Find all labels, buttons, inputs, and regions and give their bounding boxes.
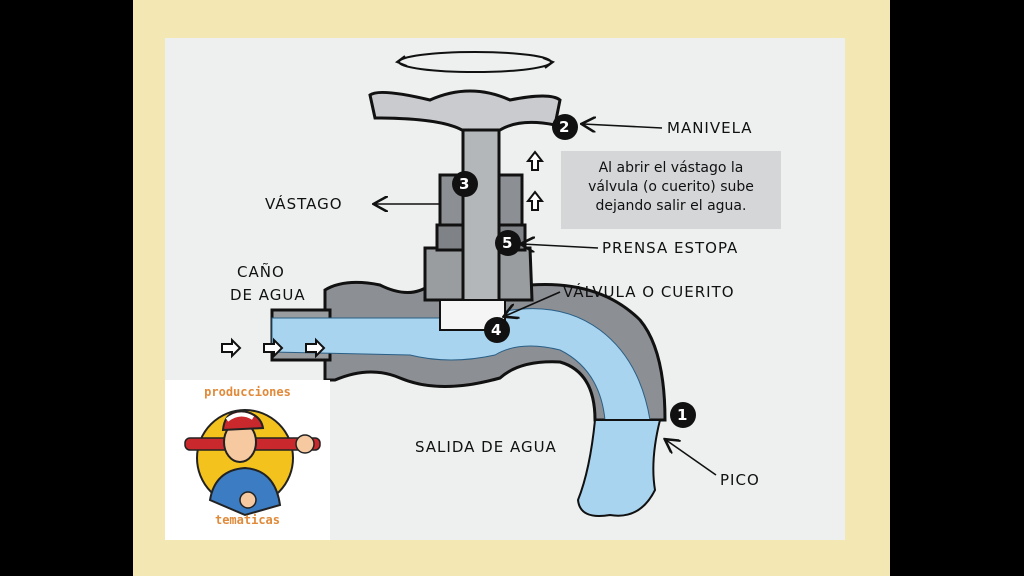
note-line: válvula (o cuerito) sube	[588, 179, 754, 195]
marker-4: 4	[491, 321, 503, 339]
label-vastago: VÁSTAGO	[265, 195, 343, 213]
label-salida: SALIDA DE AGUA	[415, 438, 557, 456]
logo-top-text: producciones	[204, 385, 291, 399]
handle	[368, 89, 562, 132]
marker-2: 2	[559, 118, 571, 136]
producciones-tematicas-logo: producciones tematicas	[165, 380, 330, 540]
leader-arrows	[375, 124, 717, 476]
label-cano-2: DE AGUA	[230, 286, 306, 304]
marker-1: 1	[677, 406, 689, 424]
explanation-note: Al abrir el vástago la válvula (o cuerit…	[561, 151, 781, 229]
label-cano-1: CAÑO	[237, 263, 285, 281]
number-markers	[452, 114, 696, 428]
logo-bottom-text: tematicas	[214, 513, 281, 527]
note-line: Al abrir el vástago la	[598, 160, 744, 176]
note-line: dejando salir el agua.	[595, 198, 747, 214]
water-stream	[576, 419, 662, 517]
label-pico: PICO	[720, 471, 760, 489]
up-arrow-icon	[525, 190, 545, 211]
inflow-arrow-icons	[221, 337, 326, 359]
label-manivela: MANIVELA	[667, 119, 753, 137]
marker-3: 3	[459, 175, 471, 193]
marker-5: 5	[502, 234, 514, 252]
label-valvula: VÁLVULA O CUERITO	[563, 283, 735, 301]
stem	[461, 116, 501, 310]
up-arrow-icon	[525, 150, 545, 171]
label-prensa-estopa: PRENSA ESTOPA	[602, 239, 739, 257]
rotation-arrow-icon	[394, 51, 556, 73]
plumber-mascot-icon	[184, 409, 321, 517]
